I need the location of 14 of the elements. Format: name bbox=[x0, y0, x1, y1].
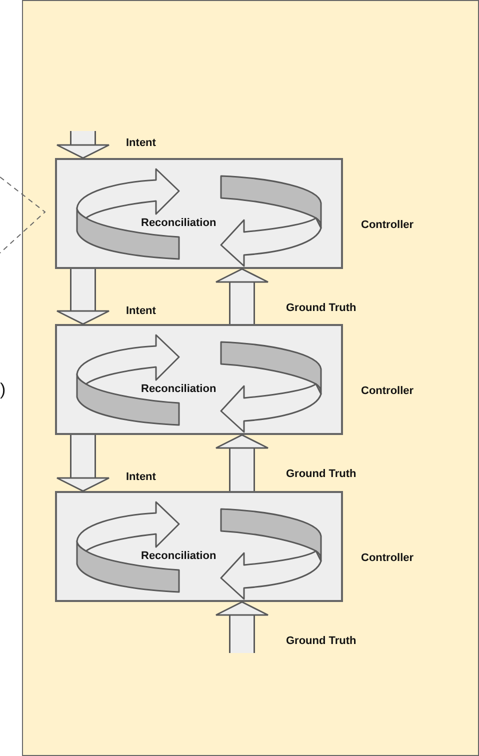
box-label: Reconciliation bbox=[141, 550, 216, 562]
edge-label: Ground Truth bbox=[286, 302, 356, 314]
edge-label: Intent bbox=[126, 305, 156, 317]
side-label: Controller bbox=[361, 552, 414, 564]
box-label: Reconciliation bbox=[141, 383, 216, 395]
side-label: Controller bbox=[361, 385, 414, 397]
edge-label: Ground Truth bbox=[286, 635, 356, 647]
bracket-text: ) bbox=[0, 380, 6, 400]
edge-label: Ground Truth bbox=[286, 468, 356, 480]
box-label: Reconciliation bbox=[141, 217, 216, 229]
panel-background bbox=[22, 0, 479, 756]
side-label: Controller bbox=[361, 219, 414, 231]
edge-label: Intent bbox=[126, 471, 156, 483]
edge-label: Intent bbox=[126, 137, 156, 149]
